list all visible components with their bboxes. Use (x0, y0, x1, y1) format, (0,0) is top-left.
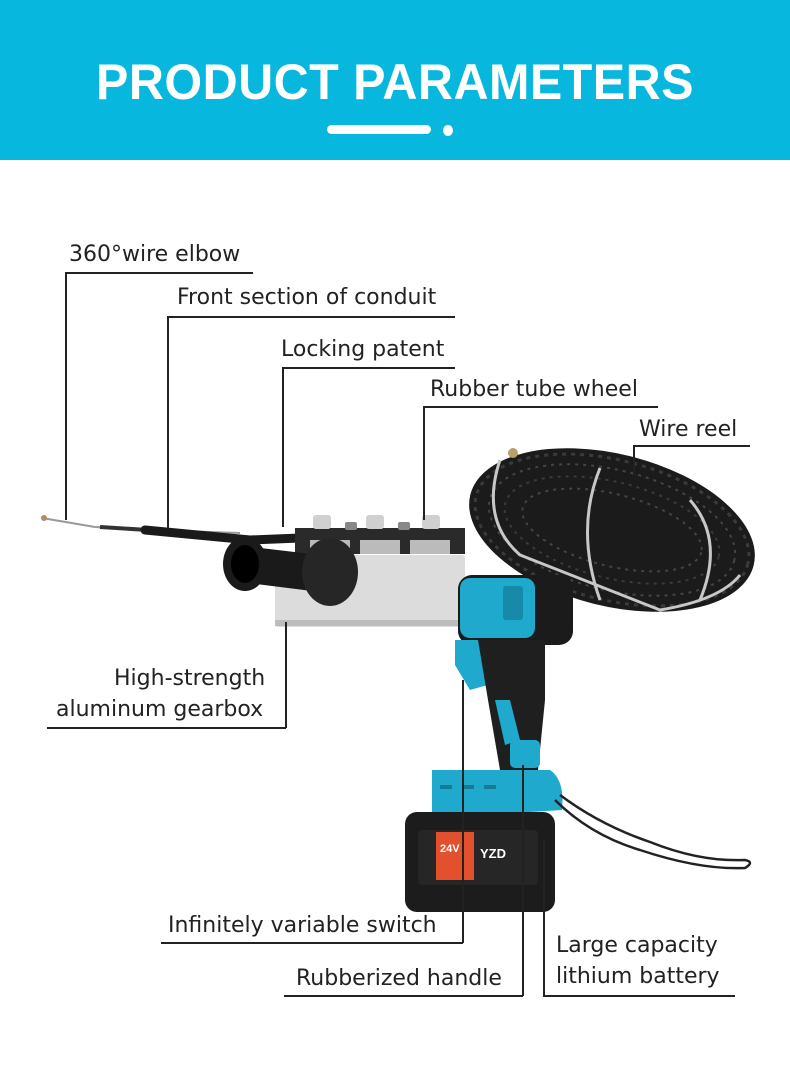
svg-text:YZD: YZD (480, 846, 506, 861)
callout-front-conduit-line (167, 316, 455, 318)
header-banner: PRODUCT PARAMETERS (0, 0, 790, 160)
title-underline-dash (327, 125, 431, 134)
callout-handle-line (284, 995, 523, 997)
svg-text:24V: 24V (440, 843, 460, 855)
callout-wire-reel-leader (633, 445, 635, 475)
callout-locking-patent-label: Locking patent (281, 337, 445, 362)
callout-switch-label: Infinitely variable switch (168, 913, 437, 938)
callout-switch-line (161, 942, 463, 944)
callout-wire-reel-line (633, 445, 750, 447)
drill-body-graphic: 24V YZD (405, 575, 573, 912)
callout-rubber-tube-wheel-line (423, 406, 658, 408)
callout-wire-elbow-label: 360°wire elbow (69, 242, 241, 267)
callout-rubber-tube-wheel-leader (423, 406, 425, 520)
title-underline-dot (443, 125, 453, 136)
callout-wire-elbow-leader (65, 272, 67, 520)
callout-gearbox-line (47, 727, 286, 729)
callout-handle-label: Rubberized handle (296, 966, 502, 991)
callout-locking-patent-leader (282, 367, 284, 527)
callout-locking-patent-line (282, 367, 455, 369)
wire-reel-graphic (469, 448, 755, 612)
callout-wire-reel-label: Wire reel (639, 417, 738, 442)
callout-battery-label-line2: lithium battery (556, 964, 720, 989)
callout-battery-line (543, 995, 735, 997)
callout-battery-label-line1: Large capacity (556, 933, 718, 958)
callout-gearbox-label-line2: aluminum gearbox (56, 697, 264, 722)
callout-front-conduit-label: Front section of conduit (177, 285, 437, 310)
callout-handle-leader (522, 765, 524, 996)
callout-battery-leader (543, 840, 545, 996)
page-title: PRODUCT PARAMETERS (96, 54, 694, 110)
callout-gearbox-leader (285, 622, 287, 728)
callout-gearbox-label-line1: High-strength (114, 666, 266, 691)
callout-switch-leader (462, 680, 464, 943)
callout-front-conduit-leader (167, 316, 169, 528)
callout-rubber-tube-wheel-label: Rubber tube wheel (430, 377, 638, 402)
callout-wire-elbow-line (65, 272, 253, 274)
